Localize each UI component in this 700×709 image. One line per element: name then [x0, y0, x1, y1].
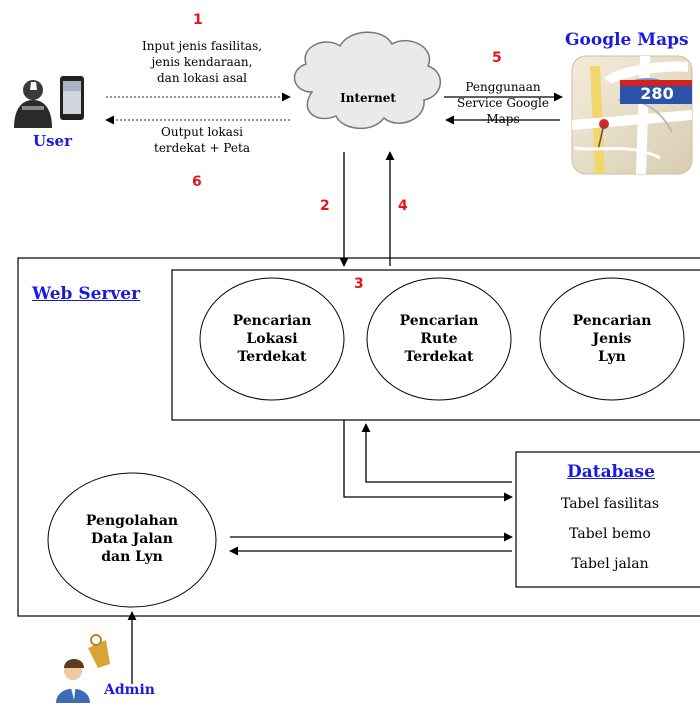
web-server-title: Web Server	[32, 284, 141, 304]
step-5-label: 5	[492, 50, 502, 66]
db-table-fasilitas: Tabel fasilitas	[560, 496, 660, 512]
internet-cloud	[293, 31, 441, 130]
database-box	[515, 451, 700, 588]
admin-process-ellipse	[47, 472, 217, 608]
output-text: Output lokasi terdekat + Peta	[130, 124, 274, 156]
process-ellipse-lyn	[539, 277, 685, 401]
arrow-db-to-process	[361, 423, 512, 483]
google-service-line: Penggunaan	[465, 80, 541, 94]
process-ellipse-rute	[366, 277, 512, 401]
step-1-label: 1	[193, 12, 203, 28]
google-maps-title: Google Maps	[565, 30, 689, 50]
arrow-process-to-db	[343, 420, 513, 502]
user-icon	[14, 76, 84, 128]
input-text-line: Input jenis fasilitas,	[141, 39, 263, 53]
admin-process-line: Pengolahan	[85, 513, 179, 529]
route-badge-number: 280	[640, 84, 674, 103]
process-lokasi-text: Pencarian Lokasi Terdekat	[212, 312, 332, 366]
step-6-label: 6	[192, 174, 202, 190]
db-table-bemo: Tabel bemo	[569, 526, 651, 542]
step-4-label: 4	[398, 198, 408, 214]
route-badge-icon	[620, 80, 692, 104]
database-title: Database	[567, 462, 655, 482]
input-text-line: dan lokasi asal	[157, 71, 247, 85]
process-lyn-text: Pencarian Jenis Lyn	[552, 312, 672, 366]
google-service-line: Maps	[486, 112, 520, 126]
process-line: Lokasi	[246, 331, 298, 347]
db-table-jalan: Tabel jalan	[571, 556, 649, 572]
input-text-line: jenis kendaraan,	[151, 55, 253, 69]
output-text-line: Output lokasi	[161, 125, 243, 139]
web-server-box	[17, 257, 700, 617]
admin-label: Admin	[104, 682, 155, 698]
process-ellipse-lokasi	[199, 277, 345, 401]
step-2-label: 2	[320, 198, 330, 214]
admin-icon	[56, 634, 110, 703]
process-line: Terdekat	[404, 349, 474, 365]
internet-label: Internet	[340, 91, 396, 105]
process-line: Lyn	[598, 349, 626, 365]
input-text: Input jenis fasilitas, jenis kendaraan, …	[118, 38, 286, 86]
google-service-text: Penggunaan Service Google Maps	[444, 79, 562, 127]
process-line: Pencarian	[399, 313, 479, 329]
process-line: Terdekat	[237, 349, 307, 365]
process-line: Pencarian	[572, 313, 652, 329]
step-3-label: 3	[354, 276, 364, 292]
process-line: Jenis	[592, 331, 632, 347]
admin-process-text: Pengolahan Data Jalan dan Lyn	[62, 512, 202, 566]
process-line: Pencarian	[232, 313, 312, 329]
admin-process-line: Data Jalan	[91, 531, 173, 547]
google-service-line: Service Google	[457, 96, 549, 110]
google-maps-icon	[571, 55, 693, 175]
user-label: User	[33, 132, 72, 150]
admin-process-line: dan Lyn	[101, 549, 163, 565]
process-rute-text: Pencarian Rute Terdekat	[379, 312, 499, 366]
output-text-line: terdekat + Peta	[154, 141, 250, 155]
process-line: Rute	[420, 331, 458, 347]
